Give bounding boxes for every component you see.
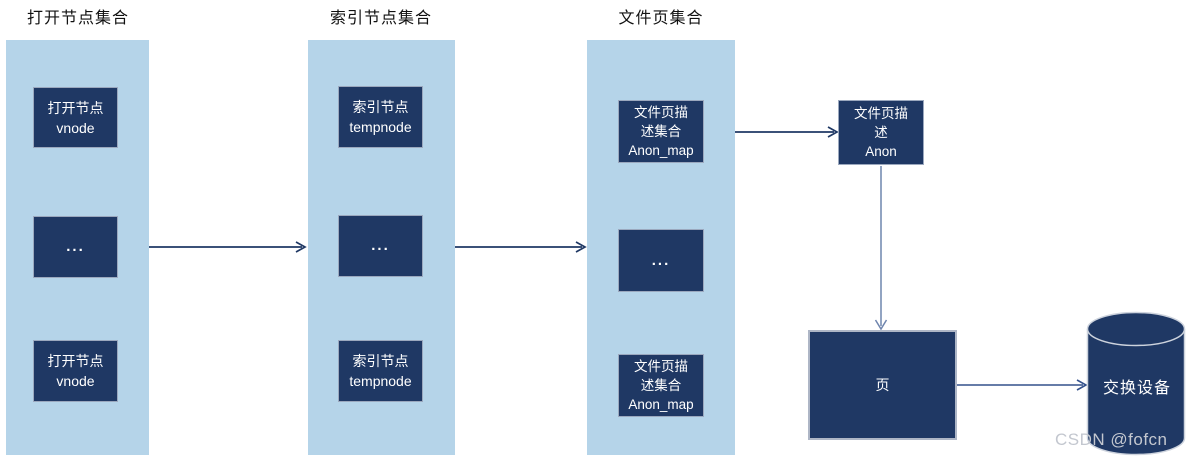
node-anon-descriptor: 文件页描 述 Anon <box>838 100 924 165</box>
node-anonmap-1-label: 文件页描 述集合 Anon_map <box>628 105 694 158</box>
arrow-open-to-index <box>149 241 307 253</box>
node-page: 页 <box>808 330 957 440</box>
node-anon-descriptor-label: 文件页描 述 Anon <box>854 106 908 159</box>
column-header-index-nodes: 索引节点集合 <box>329 10 432 27</box>
node-tempnode-1-label: 索引节点 tempnode <box>349 99 412 135</box>
node-page-label: 页 <box>875 377 890 393</box>
column-header-file-pages: 文件页集合 <box>618 10 704 27</box>
node-vnode-2: 打开节点 vnode <box>33 340 118 402</box>
node-tempnode-ellipsis: ... <box>338 215 423 277</box>
node-anonmap-2-label: 文件页描 述集合 Anon_map <box>628 359 694 412</box>
arrow-anon-to-page <box>874 166 888 331</box>
ellipsis-label: ... <box>651 251 671 269</box>
node-tempnode-2-label: 索引节点 tempnode <box>349 353 412 389</box>
watermark-text: CSDN @fofcn <box>1055 430 1168 449</box>
arrow-page-to-swap <box>957 379 1088 391</box>
swap-device-label: 交换设备 <box>1102 380 1171 397</box>
node-anonmap-ellipsis: ... <box>618 229 704 292</box>
node-anonmap-1: 文件页描 述集合 Anon_map <box>618 100 704 163</box>
arrow-index-to-filepage <box>455 241 587 253</box>
node-vnode-ellipsis: ... <box>33 216 118 278</box>
swap-device-cylinder-icon <box>1086 311 1186 456</box>
ellipsis-label: ... <box>371 237 390 254</box>
node-vnode-1: 打开节点 vnode <box>33 87 118 148</box>
node-vnode-1-label: 打开节点 vnode <box>47 99 104 136</box>
column-header-open-nodes: 打开节点集合 <box>26 10 129 27</box>
node-vnode-2-label: 打开节点 vnode <box>47 353 104 389</box>
node-anonmap-2: 文件页描 述集合 Anon_map <box>618 354 704 417</box>
node-tempnode-2: 索引节点 tempnode <box>338 340 423 402</box>
node-tempnode-1: 索引节点 tempnode <box>338 86 423 148</box>
ellipsis-label: ... <box>66 238 85 255</box>
arrow-anonmap-to-anon <box>735 126 839 138</box>
